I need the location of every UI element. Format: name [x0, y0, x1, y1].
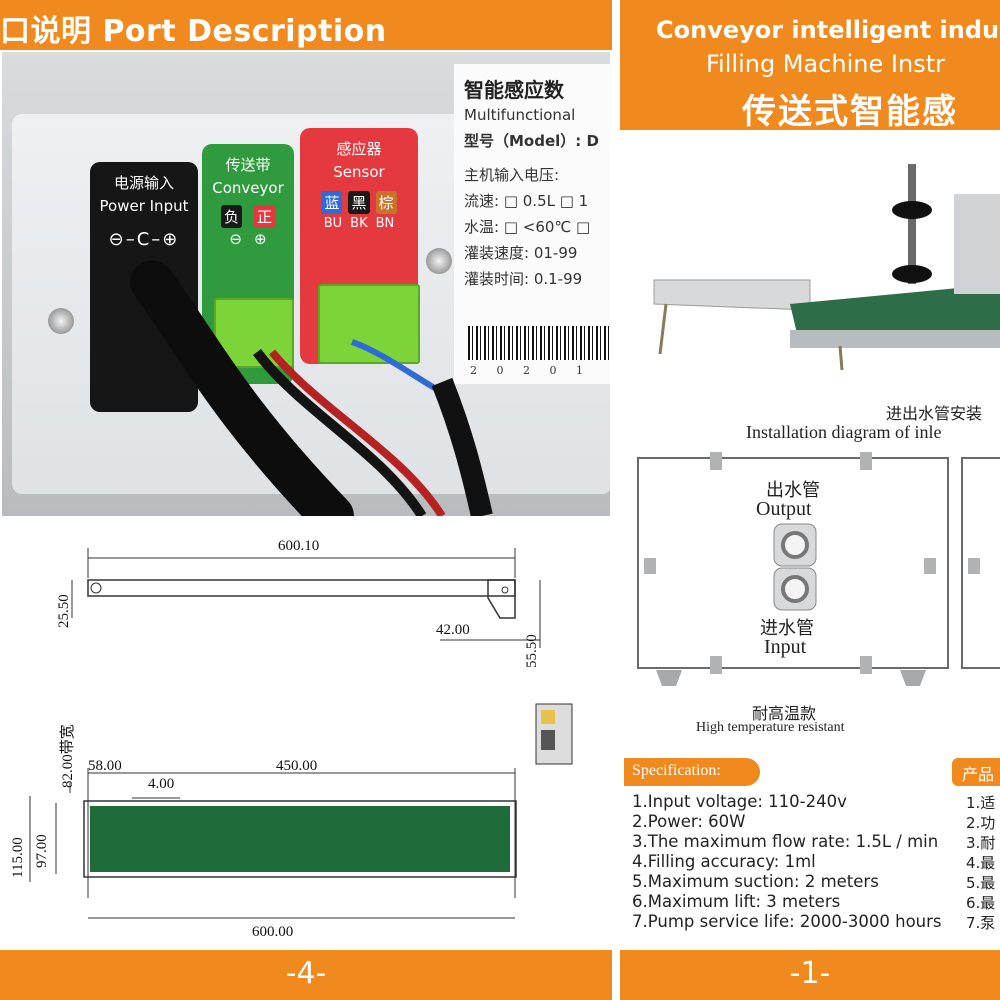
spec-line-cn: 7.泵 [966, 914, 996, 932]
spec-line: 6.Maximum lift: 3 meters [632, 892, 841, 911]
spec-line-cn: 3.耐 [966, 834, 996, 852]
wire-blue-label: 蓝 [321, 191, 343, 214]
wire-brown-label: 棕 [375, 191, 397, 214]
conveyor-belt [90, 806, 510, 872]
conveyor-dimension-drawing: 600.10 25.50 42.00 55.50 82.00带宽 58.00 4… [0, 518, 612, 948]
title-line-3: 传送式智能感 [742, 92, 958, 132]
dc-polarity-icon: ⊖–C–⊕ [108, 229, 180, 250]
spec-line: 5.Maximum suction: 2 meters [632, 872, 879, 891]
sticker-line: 灌装时间: 0.1-99 [464, 270, 583, 288]
spec-line-cn: 4.最 [966, 854, 996, 872]
dim-offset-left: 58.00 [88, 758, 122, 774]
positive-label: 正 [254, 205, 276, 228]
page-number: -4- [285, 956, 327, 991]
install-title-cn: 进出水管安装 [886, 406, 983, 423]
power-label-cn: 电源输入 [113, 174, 174, 192]
sticker-line: 灌装速度: 01-99 [464, 244, 578, 262]
page-number: -1- [789, 956, 831, 991]
wire-code: BK [350, 216, 368, 231]
port-description-title: 口说明 Port Description [0, 14, 387, 49]
barcode-number: 2 0 2 0 1 [470, 364, 591, 377]
input-label-en: Input [764, 636, 807, 658]
dim-top-length: 600.10 [278, 538, 320, 554]
spec-line-cn: 5.最 [966, 874, 996, 892]
wire-black-label: 黑 [348, 191, 370, 214]
tank-diagram [637, 452, 1000, 686]
left-page: 口说明 Port Description 智能感应数 Multifunction… [0, 0, 612, 1000]
dim-small-gap: 4.00 [148, 776, 175, 792]
installation-diagram: 进出水管安装 Installation diagram of inle [620, 388, 1000, 748]
spec-line: 2.Power: 60W [632, 812, 746, 831]
spec-line: 3.The maximum flow rate: 1.5L / min [632, 832, 939, 851]
cables [130, 260, 493, 516]
spec-header: Specification: [624, 758, 760, 786]
spec-line: 4.Filling accuracy: 1ml [632, 852, 816, 871]
barcode [468, 326, 610, 360]
screw-icon [426, 248, 452, 274]
right-footer-bar: -1- [620, 950, 1000, 1000]
dim-right-offset: 42.00 [436, 622, 470, 638]
resist-label-cn: 耐高温款 [752, 706, 817, 723]
power-label-en: Power Input [99, 197, 189, 215]
spec-line: 1.Input voltage: 110-240v [632, 792, 847, 811]
left-header-bar: 口说明 Port Description [0, 0, 612, 50]
conveyor-label-en: Conveyor [212, 179, 284, 197]
dim-left-height: 25.50 [56, 594, 72, 628]
plus-icon: ⊕ [254, 230, 267, 248]
sticker-line: 流速: □ 0.5L □ 1 [464, 192, 589, 210]
dim-inner-length: 450.00 [276, 758, 318, 774]
sticker-line: Multifunctional [464, 106, 576, 124]
dim-belt-width: 82.00带宽 [60, 724, 76, 788]
dim-right-height: 55.50 [524, 634, 540, 668]
input-label-cn: 进水管 [760, 618, 814, 638]
spec-line: 7.Pump service life: 2000-3000 hours [632, 912, 942, 931]
resist-label-en: High temperature resistant [696, 720, 845, 735]
spec-header-cn: 产品 [952, 758, 1000, 786]
install-title-en: Installation diagram of inle [746, 422, 942, 442]
dim-bottom-length: 600.00 [252, 924, 294, 940]
sticker-title: 智能感应数 [464, 78, 564, 102]
wire-code: BU [323, 216, 343, 231]
title-line-2: Filling Machine Instr [706, 50, 945, 78]
specification-section: Specification: 产品 1.Input voltage: 110-2… [620, 756, 1000, 946]
product-label-sticker: 智能感应数 Multifunctional 型号（Model）: D 主机输入电… [454, 64, 610, 384]
output-label-cn: 出水管 [766, 480, 820, 500]
left-footer-bar: -4- [0, 950, 612, 1000]
screw-icon [48, 308, 74, 334]
sensor-label-en: Sensor [333, 163, 385, 181]
spec-line-cn: 1.适 [966, 794, 996, 812]
sticker-line: 主机输入电压: [464, 166, 560, 184]
dimension-lines [29, 548, 573, 919]
page-gutter [612, 0, 620, 1000]
dim-inner-width: 97.00 [34, 834, 50, 868]
right-page: Conveyor intelligent induc Filling Machi… [620, 0, 1000, 1000]
spec-line-cn: 2.功 [966, 814, 996, 832]
filling-machine-photo [620, 134, 1000, 382]
title-line-1: Conveyor intelligent induc [656, 16, 1000, 44]
output-label-en: Output [756, 498, 812, 520]
wire-code: BN [375, 216, 395, 231]
negative-label: 负 [220, 205, 242, 228]
right-header-bar: Conveyor intelligent induc Filling Machi… [620, 0, 1000, 132]
port-photo: 智能感应数 Multifunctional 型号（Model）: D 主机输入电… [2, 52, 610, 516]
sticker-line: 水温: □ <60℃ □ [464, 218, 591, 236]
spec-line-cn: 6.最 [966, 894, 996, 912]
sticker-line: 型号（Model）: D [464, 132, 599, 150]
dim-total-width: 115.00 [10, 837, 26, 878]
sensor-label-cn: 感应器 [336, 140, 382, 158]
conveyor-label-cn: 传送带 [225, 156, 271, 174]
minus-icon: ⊖ [229, 230, 242, 248]
machine-illustration [653, 164, 1000, 371]
